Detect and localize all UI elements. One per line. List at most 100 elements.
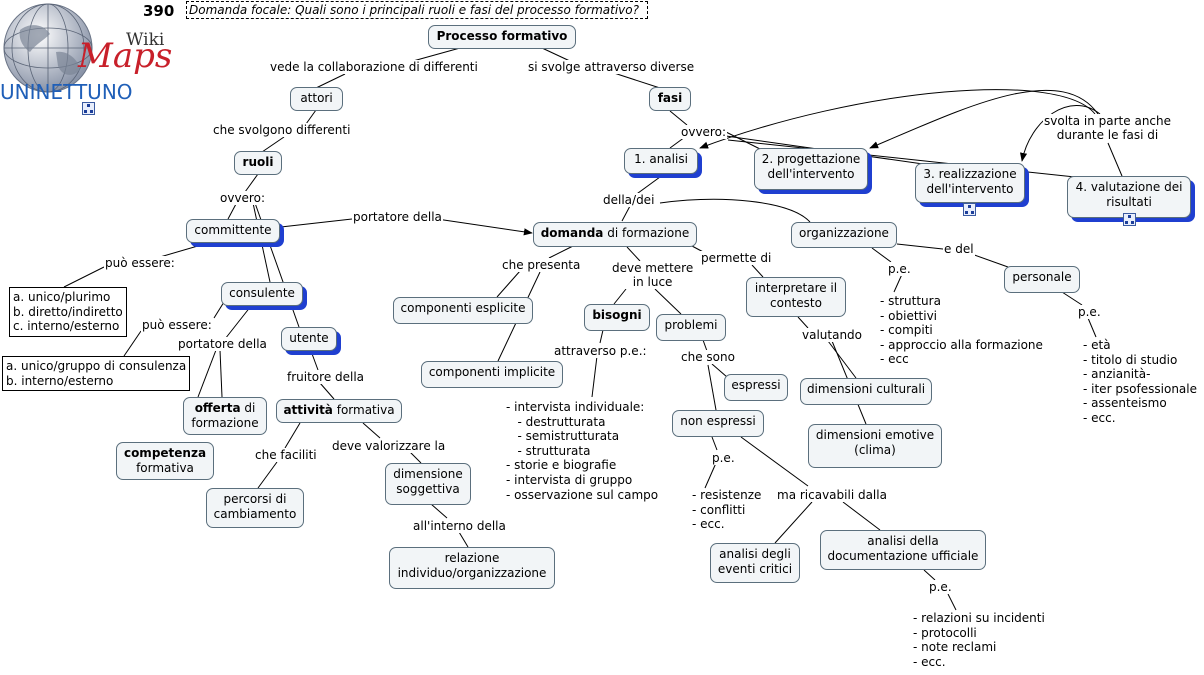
- node-ruoli[interactable]: ruoli: [234, 151, 282, 175]
- node-realizzazione[interactable]: 3. realizzazione dell'intervento: [915, 163, 1025, 203]
- link-label: della/dei: [602, 193, 656, 207]
- submap-icon[interactable]: [82, 102, 95, 115]
- link-label: p.e.: [928, 580, 953, 594]
- node-label: formativa: [332, 403, 395, 417]
- node-problemi[interactable]: problemi: [656, 314, 726, 341]
- node-label: fasi: [657, 91, 683, 105]
- link-label: vede la collaborazione di differenti: [269, 60, 479, 74]
- node-processo-formativo[interactable]: Processo formativo: [428, 25, 576, 49]
- node-interpretare-il-contesto[interactable]: interpretare il contesto: [746, 277, 846, 317]
- node-label: espressi: [731, 378, 781, 392]
- node-label: dimensioni emotive (clima): [815, 428, 935, 457]
- node-dimensioni-culturali[interactable]: dimensioni culturali: [800, 378, 932, 405]
- node-label: personale: [1012, 270, 1072, 284]
- node-progettazione[interactable]: 2. progettazione dell'intervento: [754, 148, 868, 190]
- node-label: utente: [289, 331, 329, 345]
- submap-icon[interactable]: [1123, 213, 1136, 226]
- logo-wiki-text: Wiki: [126, 30, 165, 50]
- node-label: attori: [300, 91, 333, 105]
- link-label: p.e.: [711, 451, 736, 465]
- link-label: che presenta: [501, 258, 582, 272]
- committente-types-box: a. unico/plurimo b. diretto/indiretto c.…: [9, 287, 127, 337]
- node-relazione-individuo-organizzazione[interactable]: relazione individuo/organizzazione: [389, 547, 555, 589]
- node-label: 3. realizzazione dell'intervento: [923, 167, 1017, 196]
- node-attori[interactable]: attori: [290, 87, 343, 111]
- node-domanda-di-formazione[interactable]: domanda di formazione: [533, 222, 697, 247]
- node-percorsi-di-cambiamento[interactable]: percorsi di cambiamento: [206, 488, 304, 528]
- link-label: che faciliti: [254, 448, 318, 462]
- link-label: all'interno della: [412, 519, 507, 533]
- bisogni-items: - intervista individuale: - destrutturat…: [506, 400, 659, 502]
- node-label: interpretare il contesto: [754, 281, 838, 310]
- node-analisi[interactable]: 1. analisi: [624, 148, 698, 174]
- node-non-espressi[interactable]: non espressi: [672, 410, 764, 437]
- link-label: valutando: [801, 328, 864, 342]
- node-utente[interactable]: utente: [281, 327, 337, 351]
- node-label: dimensioni culturali: [806, 382, 926, 396]
- node-attivita-formativa[interactable]: attività formativa: [276, 399, 402, 423]
- node-personale[interactable]: personale: [1004, 266, 1080, 293]
- node-analisi-documentazione-ufficiale[interactable]: analisi della documentazione ufficiale: [820, 530, 986, 570]
- link-label: che sono: [680, 350, 736, 364]
- link-label: e del: [943, 242, 975, 256]
- non-espressi-items: - resistenze - conflitti - ecc.: [692, 488, 762, 532]
- node-label: consulente: [229, 286, 295, 300]
- link-label: p.e.: [887, 262, 912, 276]
- documentazione-items: - relazioni su incidenti - protocolli - …: [913, 611, 1045, 669]
- node-label: ruoli: [242, 155, 274, 169]
- logo-uninettuno-text: UNINETTUNO: [0, 80, 133, 104]
- node-label-bold: competenza: [123, 446, 207, 460]
- node-label-line2: formativa: [136, 461, 194, 475]
- link-label: portatore della: [352, 210, 443, 224]
- node-espressi[interactable]: espressi: [724, 374, 788, 401]
- node-label: componenti esplicite: [400, 301, 526, 315]
- node-offerta-di-formazione[interactable]: offerta di formazione: [183, 397, 267, 435]
- link-label: può essere:: [141, 318, 213, 332]
- node-dimensioni-emotive[interactable]: dimensioni emotive (clima): [808, 424, 942, 468]
- node-dimensione-soggettiva[interactable]: dimensione soggettiva: [385, 463, 471, 505]
- link-label: ma ricavabili dalla: [776, 488, 888, 502]
- submap-icon[interactable]: [963, 203, 976, 216]
- focus-question: Domanda focale: Quali sono i principali …: [186, 1, 648, 19]
- node-label: organizzazione: [799, 226, 889, 240]
- node-label: non espressi: [680, 414, 756, 428]
- globe-icon: [3, 3, 93, 93]
- logo-maps-text: Maps: [78, 36, 173, 76]
- consulente-types-box: a. unico/gruppo di consulenza b. interno…: [2, 356, 191, 391]
- link-label: deve valorizzare la: [331, 439, 447, 453]
- node-fasi[interactable]: fasi: [649, 87, 691, 111]
- node-consulente[interactable]: consulente: [221, 282, 303, 306]
- link-label: attraverso p.e.:: [553, 344, 648, 358]
- node-label-bold: attività: [283, 403, 333, 417]
- link-label: si svolge attraverso diverse: [527, 60, 696, 74]
- node-analisi-eventi-critici[interactable]: analisi degli eventi critici: [710, 543, 800, 583]
- node-organizzazione[interactable]: organizzazione: [791, 222, 897, 248]
- node-componenti-esplicite[interactable]: componenti esplicite: [393, 297, 533, 324]
- node-label: percorsi di cambiamento: [213, 492, 297, 521]
- link-label: che svolgono differenti: [212, 123, 352, 137]
- organizzazione-items: - struttura - obiettivi - compiti - appr…: [880, 294, 1043, 367]
- node-label: problemi: [664, 318, 718, 332]
- link-label: p.e.: [1077, 305, 1102, 319]
- node-competenza-formativa[interactable]: competenza formativa: [116, 442, 214, 480]
- node-label: 4. valutazione dei risultati: [1075, 180, 1183, 209]
- node-label: 2. progettazione dell'intervento: [761, 152, 861, 181]
- link-label: ovvero:: [219, 191, 266, 205]
- node-committente[interactable]: committente: [186, 219, 280, 243]
- node-componenti-implicite[interactable]: componenti implicite: [421, 361, 563, 388]
- node-label: analisi della documentazione ufficiale: [827, 534, 979, 563]
- node-label-bold: domanda: [540, 226, 604, 240]
- node-bisogni[interactable]: bisogni: [584, 304, 650, 331]
- node-valutazione[interactable]: 4. valutazione dei risultati: [1067, 176, 1191, 218]
- wikimaps-uninettuno-logo: Maps Wiki UNINETTUNO: [0, 0, 185, 118]
- node-label: di formazione: [603, 226, 690, 240]
- node-label: bisogni: [592, 308, 642, 322]
- link-label: svolta in parte anche durante le fasi di: [1043, 114, 1173, 142]
- node-label: dimensione soggettiva: [393, 467, 463, 496]
- link-label: permette di: [700, 251, 773, 265]
- link-label: portatore della: [177, 337, 268, 351]
- link-label: ovvero:: [680, 125, 727, 139]
- link-label: fruitore della: [286, 370, 366, 384]
- node-label: committente: [194, 223, 272, 237]
- node-label: analisi degli eventi critici: [717, 547, 793, 576]
